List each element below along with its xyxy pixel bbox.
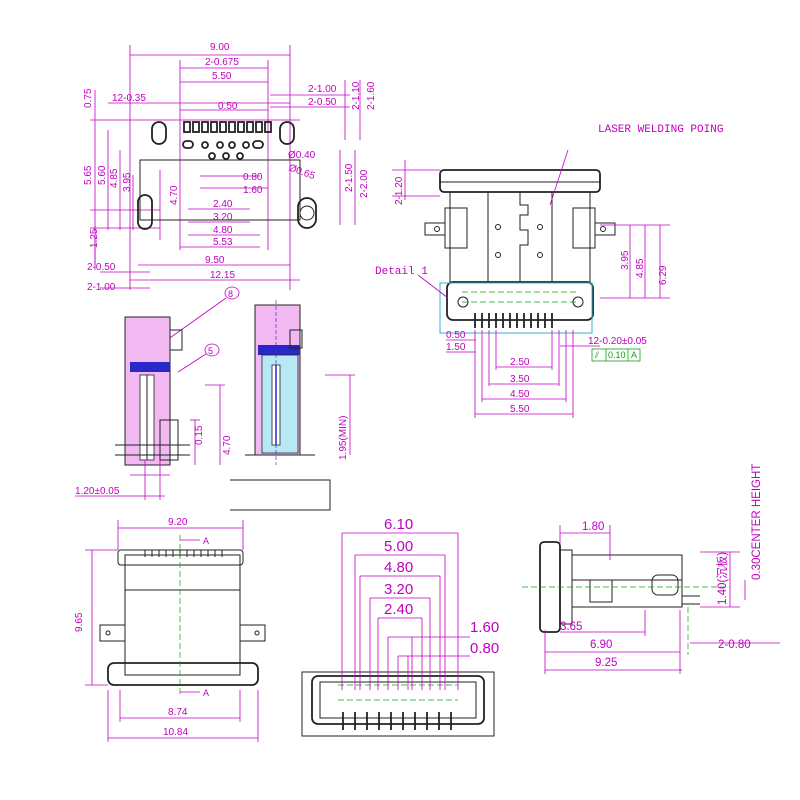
callout-8: 8 bbox=[228, 289, 233, 299]
dim-2-1-00-bottom: 2-1.00 bbox=[87, 282, 116, 293]
dim-1-25: 1.25 bbox=[89, 228, 100, 248]
dim-2-50-front: 2.50 bbox=[510, 357, 530, 368]
dim-1-95-min: 1.95(MIN) bbox=[338, 416, 349, 460]
tol-datum: A bbox=[631, 350, 637, 360]
dim-2-40-mid: 2.40 bbox=[384, 601, 413, 618]
dim-1-80: 1.80 bbox=[582, 521, 604, 533]
dim-8-74: 8.74 bbox=[168, 707, 188, 718]
dim-2-1-20: 2-1.20 bbox=[394, 176, 405, 205]
dim-3-95: 3.95 bbox=[122, 172, 133, 192]
tolerance-frame bbox=[591, 348, 641, 362]
dim-9-20: 9.20 bbox=[168, 517, 188, 528]
dim-0-50-front: 0.50 bbox=[446, 330, 466, 341]
dim-12-0-35: 12-0.35 bbox=[112, 93, 146, 104]
dim-6-90: 6.90 bbox=[590, 639, 612, 651]
dim-10-84: 10.84 bbox=[163, 727, 188, 738]
dim-9-65: 9.65 bbox=[74, 612, 85, 632]
dim-dia-0-65: Ø0.65 bbox=[287, 162, 317, 182]
dim-1-50-front: 1.50 bbox=[446, 342, 466, 353]
dim-5-65: 5.65 bbox=[83, 165, 94, 185]
dim-5-50-front: 5.50 bbox=[510, 404, 530, 415]
dim-3-20-top: 3.20 bbox=[213, 212, 233, 223]
dim-6-10: 6.10 bbox=[384, 516, 413, 533]
dim-4-85-front: 4.85 bbox=[635, 258, 646, 278]
dim-5-50: 5.50 bbox=[212, 71, 232, 82]
dim-4-85: 4.85 bbox=[109, 168, 120, 188]
dim-12-15: 12.15 bbox=[210, 270, 235, 281]
dim-3-50-front: 3.50 bbox=[510, 374, 530, 385]
tol-value: 0.10 bbox=[608, 350, 626, 360]
dim-4-70: 4.70 bbox=[169, 185, 180, 205]
dim-9-25: 9.25 bbox=[595, 657, 617, 669]
dim-pitch: 12-0.20±0.05 bbox=[588, 336, 647, 347]
dim-1-60-top: 1.60 bbox=[243, 185, 263, 196]
top-view: 9.00 2-0.675 5.50 12-0.35 0.50 2-1.00 2-… bbox=[83, 42, 377, 346]
dim-4-50-front: 4.50 bbox=[510, 389, 530, 400]
section-mark-bottom: A bbox=[203, 688, 209, 698]
front-view: LASER WELDING POING Detail 1 2-1.20 3.95… bbox=[375, 124, 723, 418]
dim-5-53: 5.53 bbox=[213, 237, 233, 248]
dim-9-00: 9.00 bbox=[210, 42, 230, 53]
dim-3-95-front: 3.95 bbox=[620, 250, 631, 270]
dim-3-65: 3.65 bbox=[560, 621, 582, 633]
dim-2-1-00-top: 2-1.00 bbox=[308, 84, 337, 95]
tol-symbol: ⫽ bbox=[594, 350, 599, 360]
dim-2-0-50-top: 2-0.50 bbox=[308, 97, 337, 108]
dim-0-15: 0.15 bbox=[194, 425, 205, 445]
laser-welding-label: LASER WELDING POING bbox=[598, 124, 723, 136]
dim-1-40: 1.40(沉板) bbox=[715, 552, 729, 605]
dim-2-1-10: 2-1.10 bbox=[351, 81, 362, 110]
dim-2-1-50: 2-1.50 bbox=[344, 163, 355, 192]
dim-1-20: 1.20±0.05 bbox=[75, 486, 120, 497]
dim-2-1-60: 2-1.60 bbox=[366, 81, 377, 110]
callout-5: 5 bbox=[208, 346, 213, 356]
detail-label: Detail 1 bbox=[375, 266, 428, 278]
dim-2-0-675: 2-0.675 bbox=[205, 57, 239, 68]
side-view: 1.80 1.40(沉板) 0.30CENTER HEIGHT 3.65 6.9… bbox=[522, 464, 780, 674]
dim-6-29: 6.29 bbox=[658, 265, 669, 285]
dim-2-2-00: 2-2.00 bbox=[359, 169, 370, 198]
dim-9-50: 9.50 bbox=[205, 255, 225, 266]
section-views: 5 0.15 4.70 1.95(MIN) 1.20±0.05 bbox=[75, 300, 355, 511]
bottom-left-view: 9.20 9.65 8.74 10.84 A A bbox=[74, 517, 266, 742]
dim-2-0-50-bottom: 2-0.50 bbox=[87, 262, 116, 273]
dim-center-height: 0.30CENTER HEIGHT bbox=[751, 464, 763, 580]
dim-2-40-top: 2.40 bbox=[213, 199, 233, 210]
dim-0-80-top: 0.80 bbox=[243, 172, 263, 183]
dim-4-80-top: 4.80 bbox=[213, 225, 233, 236]
dim-0-80-mid: 0.80 bbox=[470, 640, 499, 657]
dim-1-60-mid: 1.60 bbox=[470, 619, 499, 636]
bottom-mid-view: 6.10 5.00 4.80 3.20 2.40 1.60 0.80 bbox=[301, 516, 499, 737]
dim-0-50: 0.50 bbox=[218, 101, 238, 112]
dim-4-70-section: 4.70 bbox=[222, 435, 233, 455]
dim-4-80-mid: 4.80 bbox=[384, 559, 413, 576]
dim-0-75: 0.75 bbox=[83, 88, 94, 108]
dim-dia-0-40: Ø0.40 bbox=[288, 150, 316, 161]
section-mark-top: A bbox=[203, 536, 209, 546]
dim-5-60: 5.60 bbox=[97, 165, 108, 185]
dim-5-00: 5.00 bbox=[384, 538, 413, 555]
dim-3-20-mid: 3.20 bbox=[384, 581, 413, 598]
dim-2-0-80-side: 2-0.80 bbox=[718, 639, 751, 651]
